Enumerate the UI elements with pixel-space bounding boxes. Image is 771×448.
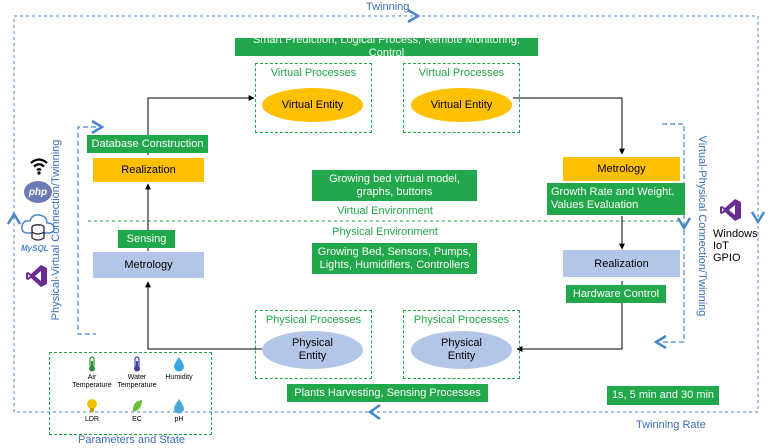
param-air-temperature-label: Air Temperature [72,374,112,389]
virtual-processes-box-1 [255,63,372,133]
wifi-icon [29,157,49,175]
twinning-arrow-right [750,211,766,225]
realization-left-box: Realization [93,158,204,182]
param-ph-label: pH [174,416,184,423]
virtual-entity-2: Virtual Entity [411,88,512,122]
virtual-processes-box-2 [403,63,520,133]
cloud-database-icon [20,211,56,245]
virtual-processes-label-2: Virtual Processes [418,67,505,79]
param-humidity: Humidity [157,356,201,382]
twinning-label: Twinning [366,1,410,13]
physical-processes-label-1: Physical Processes [265,314,362,326]
ph-drop-icon [174,399,184,414]
twinning-arrow-bottom [367,403,381,421]
physical-processes-box-1 [255,310,372,379]
windows-iot-label: Windows IoT GPIO [713,228,758,264]
param-water-temperature-label: Water Temperature [117,374,157,389]
param-humidity-label: Humidity [165,374,193,381]
param-ec-label: EC [132,416,142,423]
bulb-icon [87,399,97,412]
droplet-icon [174,357,184,372]
sensing-box: Sensing [118,230,175,248]
hardware-control-box: Hardware Control [566,285,666,303]
left-bracket [77,126,96,335]
thermometer-blue-icon [134,356,140,372]
growth-rate-box: Growth Rate and Weight. Values Evaluatio… [547,183,685,215]
param-water-temperature: Water Temperature [115,356,159,390]
virtual-environment-label: Virtual Environment [337,205,433,217]
flow-realization-to-physical [516,281,623,352]
bottom-bar: Plants Harvesting, Sensing Processes [287,384,488,402]
right-bracket [662,123,685,343]
windows-label: Windows [713,228,758,240]
mysql-icon: MySQL [21,244,49,253]
top-bar: Smart Prediction, Logical Process, Remot… [235,34,538,59]
virtual-model-box: Growing bed virtual model, graphs, butto… [312,170,477,201]
metrology-left-box: Metrology [93,252,204,278]
iot-label: IoT [713,240,729,252]
visual-studio-icon-right [720,198,742,222]
realization-right-box: Realization [563,250,680,277]
param-ldr-label: LDR [84,416,99,423]
twinning-arrow-top [407,8,421,24]
physical-entity-1: Physical Entity [262,331,363,369]
parameters-title: Parameters and State [78,434,186,446]
virtual-entity-1: Virtual Entity [262,88,363,122]
flow-physical-to-metrology [145,281,262,350]
twinning-arrow-left [6,211,22,225]
thermometer-green-icon [89,356,95,372]
physical-environment-label: Physical Environment [332,226,438,238]
twinning-rate-label: Twinning Rate [636,419,706,431]
param-air-temperature: Air Temperature [70,356,114,390]
visual-studio-icon-left [26,264,48,288]
flow-virtual-to-metrology [513,97,625,155]
physical-processes-box-2 [403,310,520,379]
param-ldr: LDR [70,398,114,424]
right-vertical-label: Virtual-Physical Connection/Twinning [696,135,708,317]
physical-components-box: Growing Bed, Sensors, Pumps, Lights, Hum… [312,243,477,274]
rate-box: 1s, 5 min and 30 min [607,386,719,405]
physical-entity-2: Physical Entity [411,331,512,369]
parameters-box [49,352,212,435]
physical-processes-label-2: Physical Processes [413,314,510,326]
metrology-right-box: Metrology [563,157,680,181]
database-construction-box: Database Construction [87,135,208,153]
gpio-label: GPIO [713,252,741,264]
php-icon: php [24,181,52,203]
param-ph: pH [157,398,201,424]
param-ec: EC [115,398,159,424]
leaf-icon [132,400,142,412]
virtual-processes-label-1: Virtual Processes [270,67,357,79]
